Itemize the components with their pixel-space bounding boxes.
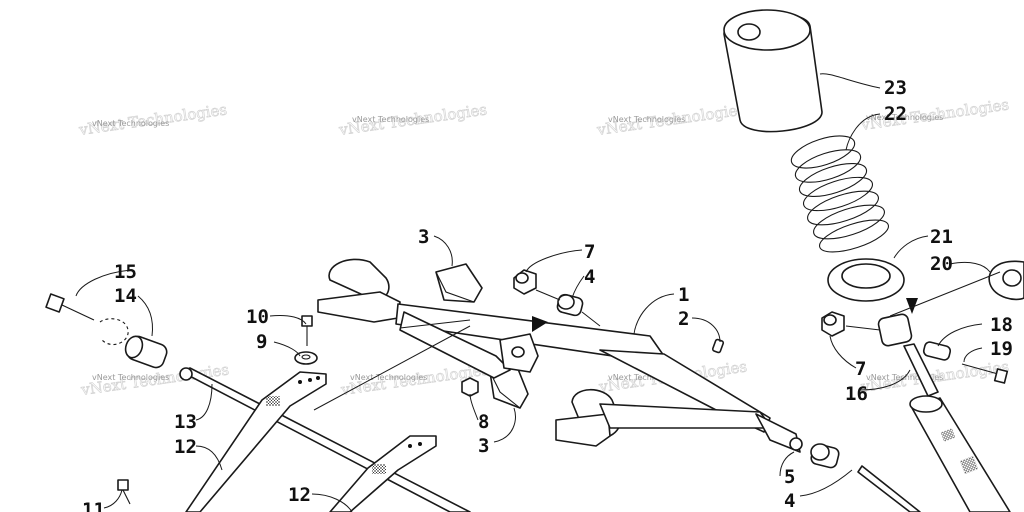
callout-11: 11 [82, 499, 105, 512]
svg-text:vNext Technologies: vNext Technologies [608, 373, 685, 382]
mounting-bolt [301, 315, 313, 346]
callout-9: 9 [256, 331, 267, 353]
svg-text:vNext Technologies: vNext Technologies [608, 115, 685, 124]
svg-text:vNext Technologies: vNext Technologies [350, 373, 427, 382]
shock-bolt [961, 363, 1009, 384]
callout-14: 14 [114, 285, 137, 307]
callout-21: 21 [930, 226, 953, 248]
coil-spring [790, 135, 889, 253]
callout-7-shock: 7 [855, 358, 866, 380]
flat-washer [294, 351, 318, 365]
lock-nut [513, 269, 537, 295]
callouts: 23 22 21 20 18 19 7 16 3 7 4 1 2 15 14 1… [82, 77, 1013, 512]
callout-3-upper: 3 [418, 226, 429, 248]
callout-12-left: 12 [174, 436, 197, 458]
shock-absorber [877, 313, 1011, 512]
callout-13: 13 [174, 411, 197, 433]
callout-12-center: 12 [288, 484, 311, 506]
callout-8: 8 [478, 411, 489, 433]
dashed-clip [99, 318, 129, 345]
callout-15: 15 [114, 261, 137, 283]
rail-bolt [117, 479, 131, 505]
leader-lines [75, 73, 991, 512]
svg-text:vNext Technologies: vNext Technologies [92, 119, 169, 128]
cross-shaft [179, 367, 471, 512]
pivot-shaft [857, 465, 921, 512]
alignment-lines [313, 271, 1001, 411]
callout-18: 18 [990, 314, 1013, 336]
rub-block [435, 263, 483, 303]
direction-arrows [532, 298, 918, 332]
callout-7-arm: 7 [584, 241, 595, 263]
spring-retainer [988, 260, 1024, 301]
callout-1: 1 [678, 284, 689, 306]
svg-text:vNext Technologies: vNext Technologies [352, 115, 429, 124]
callout-2: 2 [678, 308, 689, 330]
callout-19: 19 [990, 338, 1013, 360]
bushing [556, 293, 584, 317]
a-arm [317, 258, 803, 453]
shock-boot [723, 9, 823, 133]
shock-bushing [922, 341, 952, 361]
callout-4-lower: 4 [784, 490, 795, 512]
callout-3-lower: 3 [478, 435, 489, 457]
callout-5: 5 [784, 466, 795, 488]
spring-seat [827, 258, 905, 302]
callout-20: 20 [930, 253, 953, 275]
bushing [810, 443, 840, 469]
callout-10: 10 [246, 306, 269, 328]
callout-23: 23 [884, 77, 907, 99]
callout-22: 22 [884, 103, 907, 125]
callout-16: 16 [845, 383, 868, 405]
hex-nut [461, 377, 479, 397]
lock-nut [821, 311, 845, 337]
spacer [124, 335, 168, 369]
rail-bracket [329, 435, 437, 512]
svg-text:vNext Technologies: vNext Technologies [866, 113, 943, 122]
grease-fitting [711, 338, 725, 354]
svg-text:vNext Technologies: vNext Technologies [92, 373, 169, 382]
cap-screw [45, 293, 95, 321]
rail-bracket [185, 371, 327, 512]
callout-4-upper: 4 [584, 266, 595, 288]
